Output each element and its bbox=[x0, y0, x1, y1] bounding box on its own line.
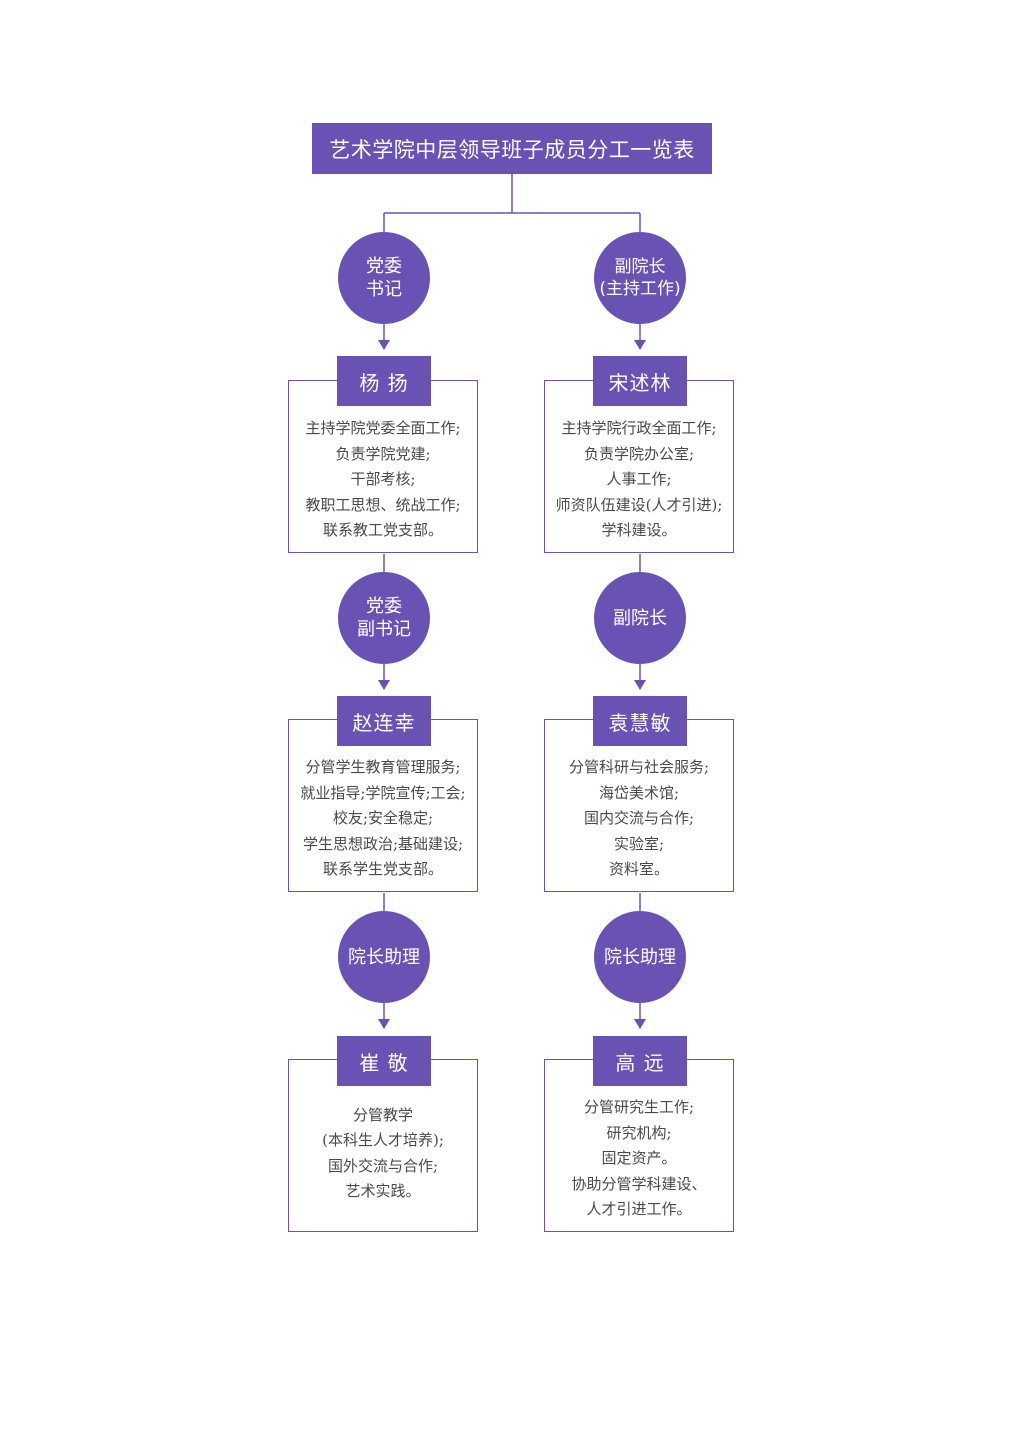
duty-item: 师资队伍建设(人才引进); bbox=[555, 495, 723, 514]
role-circle-dean-assistant-right: 院长助理 bbox=[594, 911, 686, 1003]
duty-item: 教职工思想、统战工作; bbox=[305, 495, 461, 514]
arrow-icon bbox=[378, 680, 390, 690]
duty-item: 艺术实践。 bbox=[345, 1182, 421, 1201]
role-circle-party-secretary: 党委 书记 bbox=[338, 232, 430, 324]
role-circle-deputy-party-secretary: 党委 副书记 bbox=[338, 572, 430, 664]
duty-box-yang-yang: 主持学院党委全面工作; 负责学院党建; 干部考核; 教职工思想、统战工作; 联系… bbox=[288, 380, 478, 553]
duty-item: 国内交流与合作; bbox=[583, 809, 695, 828]
arrow-icon bbox=[634, 340, 646, 350]
duty-item: 国外交流与合作; bbox=[327, 1156, 439, 1175]
duty-list: 分管学生教育管理服务; 就业指导;学院宣传;工会; 校友;安全稳定; 学生思想政… bbox=[289, 755, 477, 883]
name-tag-gao-yuan: 高 远 bbox=[593, 1036, 687, 1086]
duty-list: 分管研究生工作; 研究机构; 固定资产。 协助分管学科建设、 人才引进工作。 bbox=[545, 1095, 733, 1223]
duty-item: 学生思想政治;基础建设; bbox=[302, 834, 464, 853]
duty-item: 分管学生教育管理服务; bbox=[305, 758, 461, 777]
duty-item: 研究机构; bbox=[606, 1123, 672, 1142]
duty-list: 分管科研与社会服务; 海岱美术馆; 国内交流与合作; 实验室; 资料室。 bbox=[545, 755, 733, 883]
duty-box-zhao-lianxing: 分管学生教育管理服务; 就业指导;学院宣传;工会; 校友;安全稳定; 学生思想政… bbox=[288, 719, 478, 892]
duty-box-song-shulin: 主持学院行政全面工作; 负责学院办公室; 人事工作; 师资队伍建设(人才引进);… bbox=[544, 380, 734, 553]
role-circle-vice-dean: 副院长 bbox=[594, 572, 686, 664]
duty-item: 分管研究生工作; bbox=[583, 1098, 695, 1117]
role-circle-executive-vice-dean: 副院长 (主持工作) bbox=[594, 232, 686, 324]
duty-item: 固定资产。 bbox=[601, 1149, 677, 1168]
duty-item: 联系教工党支部。 bbox=[322, 521, 443, 540]
duty-item: (本科生人才培养); bbox=[322, 1131, 444, 1150]
duty-item: 主持学院行政全面工作; bbox=[561, 419, 717, 438]
duty-item: 协助分管学科建设、 bbox=[571, 1174, 707, 1193]
arrow-icon bbox=[634, 680, 646, 690]
duty-item: 分管教学 bbox=[352, 1105, 413, 1124]
arrow-icon bbox=[378, 340, 390, 350]
duty-item: 人事工作; bbox=[606, 470, 672, 489]
duty-item: 人才引进工作。 bbox=[586, 1200, 692, 1219]
duty-item: 干部考核; bbox=[350, 470, 416, 489]
role-circle-dean-assistant-left: 院长助理 bbox=[338, 911, 430, 1003]
duty-item: 联系学生党支部。 bbox=[322, 860, 443, 879]
duty-box-cui-jing: 分管教学 (本科生人才培养); 国外交流与合作; 艺术实践。 bbox=[288, 1059, 478, 1232]
duty-item: 分管科研与社会服务; bbox=[568, 758, 710, 777]
duty-list: 主持学院党委全面工作; 负责学院党建; 干部考核; 教职工思想、统战工作; 联系… bbox=[289, 416, 477, 544]
duty-item: 校友;安全稳定; bbox=[332, 809, 434, 828]
duty-item: 实验室; bbox=[613, 834, 665, 853]
duty-item: 负责学院办公室; bbox=[583, 444, 695, 463]
page-title: 艺术学院中层领导班子成员分工一览表 bbox=[312, 123, 712, 174]
name-tag-zhao-lianxing: 赵连幸 bbox=[337, 696, 431, 746]
duty-box-yuan-huimin: 分管科研与社会服务; 海岱美术馆; 国内交流与合作; 实验室; 资料室。 bbox=[544, 719, 734, 892]
name-tag-yang-yang: 杨 扬 bbox=[337, 356, 431, 406]
duty-item: 资料室。 bbox=[608, 860, 669, 879]
duty-item: 就业指导;学院宣传;工会; bbox=[300, 783, 466, 802]
duty-list: 主持学院行政全面工作; 负责学院办公室; 人事工作; 师资队伍建设(人才引进);… bbox=[545, 416, 733, 544]
duty-item: 海岱美术馆; bbox=[598, 783, 680, 802]
name-tag-yuan-huimin: 袁慧敏 bbox=[593, 696, 687, 746]
duty-item: 主持学院党委全面工作; bbox=[305, 419, 461, 438]
duty-item: 负责学院党建; bbox=[335, 444, 431, 463]
name-tag-song-shulin: 宋述林 bbox=[593, 356, 687, 406]
arrow-icon bbox=[634, 1019, 646, 1029]
duty-item: 学科建设。 bbox=[601, 521, 677, 540]
duty-box-gao-yuan: 分管研究生工作; 研究机构; 固定资产。 协助分管学科建设、 人才引进工作。 bbox=[544, 1059, 734, 1232]
duty-list: 分管教学 (本科生人才培养); 国外交流与合作; 艺术实践。 bbox=[289, 1103, 477, 1205]
arrow-icon bbox=[378, 1019, 390, 1029]
name-tag-cui-jing: 崔 敬 bbox=[337, 1036, 431, 1086]
